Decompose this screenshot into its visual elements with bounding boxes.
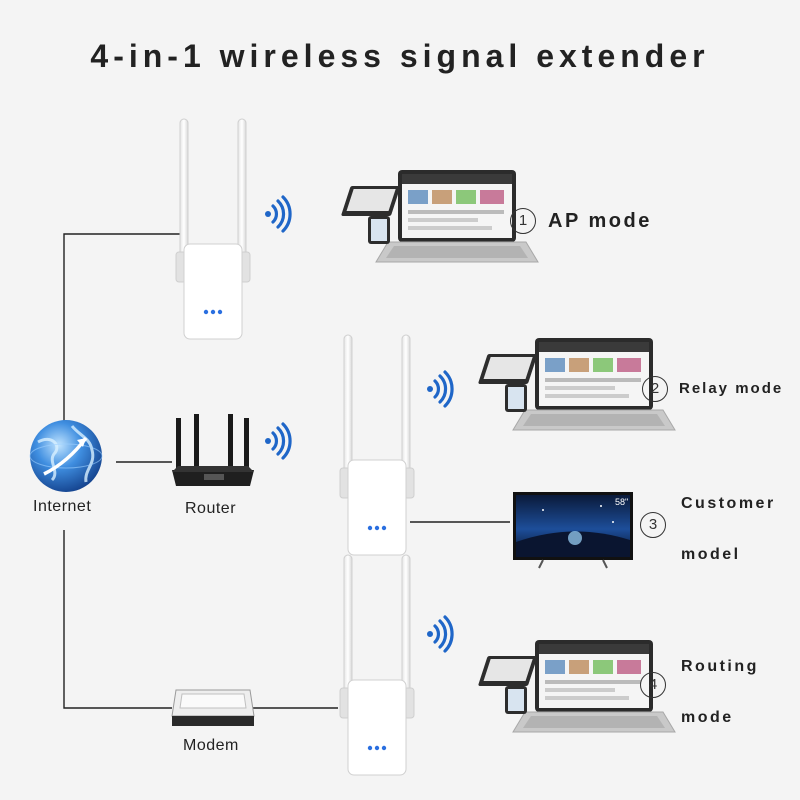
mode-2-number: 2 (642, 376, 668, 402)
mode-2-label: Relay mode (679, 380, 784, 397)
router-icon (172, 414, 254, 486)
modem-icon (171, 689, 255, 726)
laptop-icon (340, 169, 539, 263)
diagram-title: 4-in-1 wireless signal extender (90, 38, 710, 74)
mode-4-label-line2: mode (681, 709, 734, 726)
wifi-signal-icon (263, 195, 292, 233)
internet-label: Internet (33, 498, 92, 515)
mode-4-number: 4 (640, 672, 666, 698)
mode-1-number: 1 (510, 208, 536, 234)
tv-size-badge: 58" (615, 497, 628, 507)
extender-ap (175, 118, 251, 340)
mode-3-label-line2: model (681, 546, 741, 563)
mode-4-label-line1: Routing (681, 658, 759, 675)
router-label: Router (185, 500, 237, 517)
wifi-signal-icon (263, 422, 292, 460)
extender-routing (339, 554, 415, 776)
line-internet-to-ap (63, 233, 186, 421)
mode-3-label-line1: Customer (681, 495, 776, 512)
globe-icon (29, 420, 103, 492)
wifi-signal-icon (425, 370, 454, 408)
mode-3-number: 3 (640, 512, 666, 538)
mode-1-label: AP mode (548, 210, 652, 232)
line-internet-to-modem (63, 530, 172, 709)
modem-label: Modem (183, 737, 239, 754)
extender-relay (339, 334, 415, 556)
wifi-signal-icon (425, 615, 454, 653)
connector-lines (63, 233, 510, 709)
tv-icon: 58" (513, 492, 633, 569)
